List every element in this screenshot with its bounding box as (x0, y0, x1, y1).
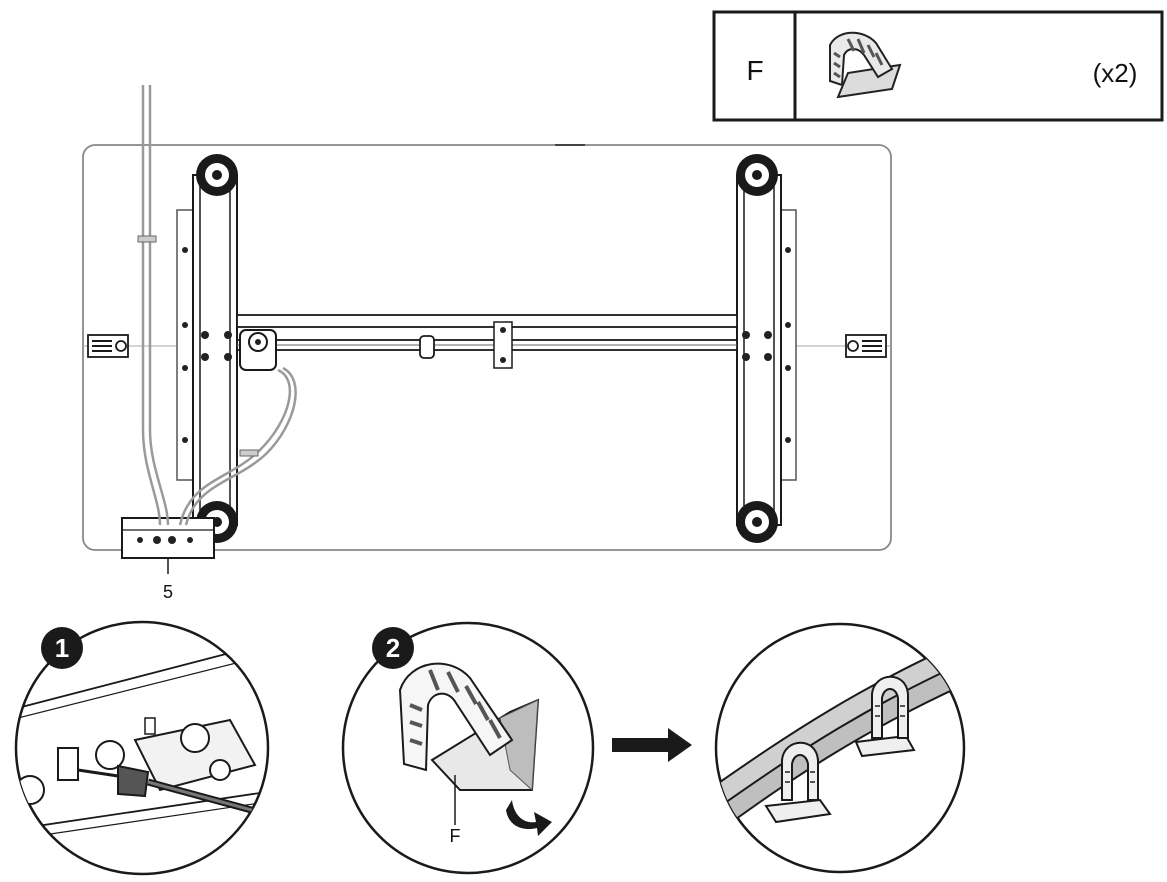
part-number-label: 5 (163, 582, 173, 602)
parts-box-letter: F (746, 55, 763, 86)
side-clamp-left (87, 334, 129, 358)
foot-bottom-right (736, 501, 778, 543)
control-box (121, 517, 215, 574)
foot-top-left (196, 154, 238, 196)
step-2-part-letter: F (450, 826, 461, 846)
step-1-number: 1 (55, 633, 69, 663)
peel-arrow-icon (506, 800, 552, 836)
right-leg-beam (736, 174, 791, 526)
crossbar (236, 314, 738, 369)
step-2-detail: F 2 (341, 621, 595, 875)
cables (137, 85, 297, 526)
step-1-detail: 1 (14, 620, 270, 876)
foot-top-right (736, 154, 778, 196)
parts-box-quantity: (x2) (1093, 58, 1138, 88)
result-detail (714, 622, 966, 874)
clip-icon (829, 31, 902, 99)
step-2-number: 2 (386, 633, 400, 663)
parts-box: F (x2) (712, 10, 1164, 122)
motor (239, 329, 277, 371)
desk-frame-view: 5 (82, 85, 892, 602)
side-clamp-right (845, 334, 887, 358)
arrow-right-icon (612, 728, 692, 762)
